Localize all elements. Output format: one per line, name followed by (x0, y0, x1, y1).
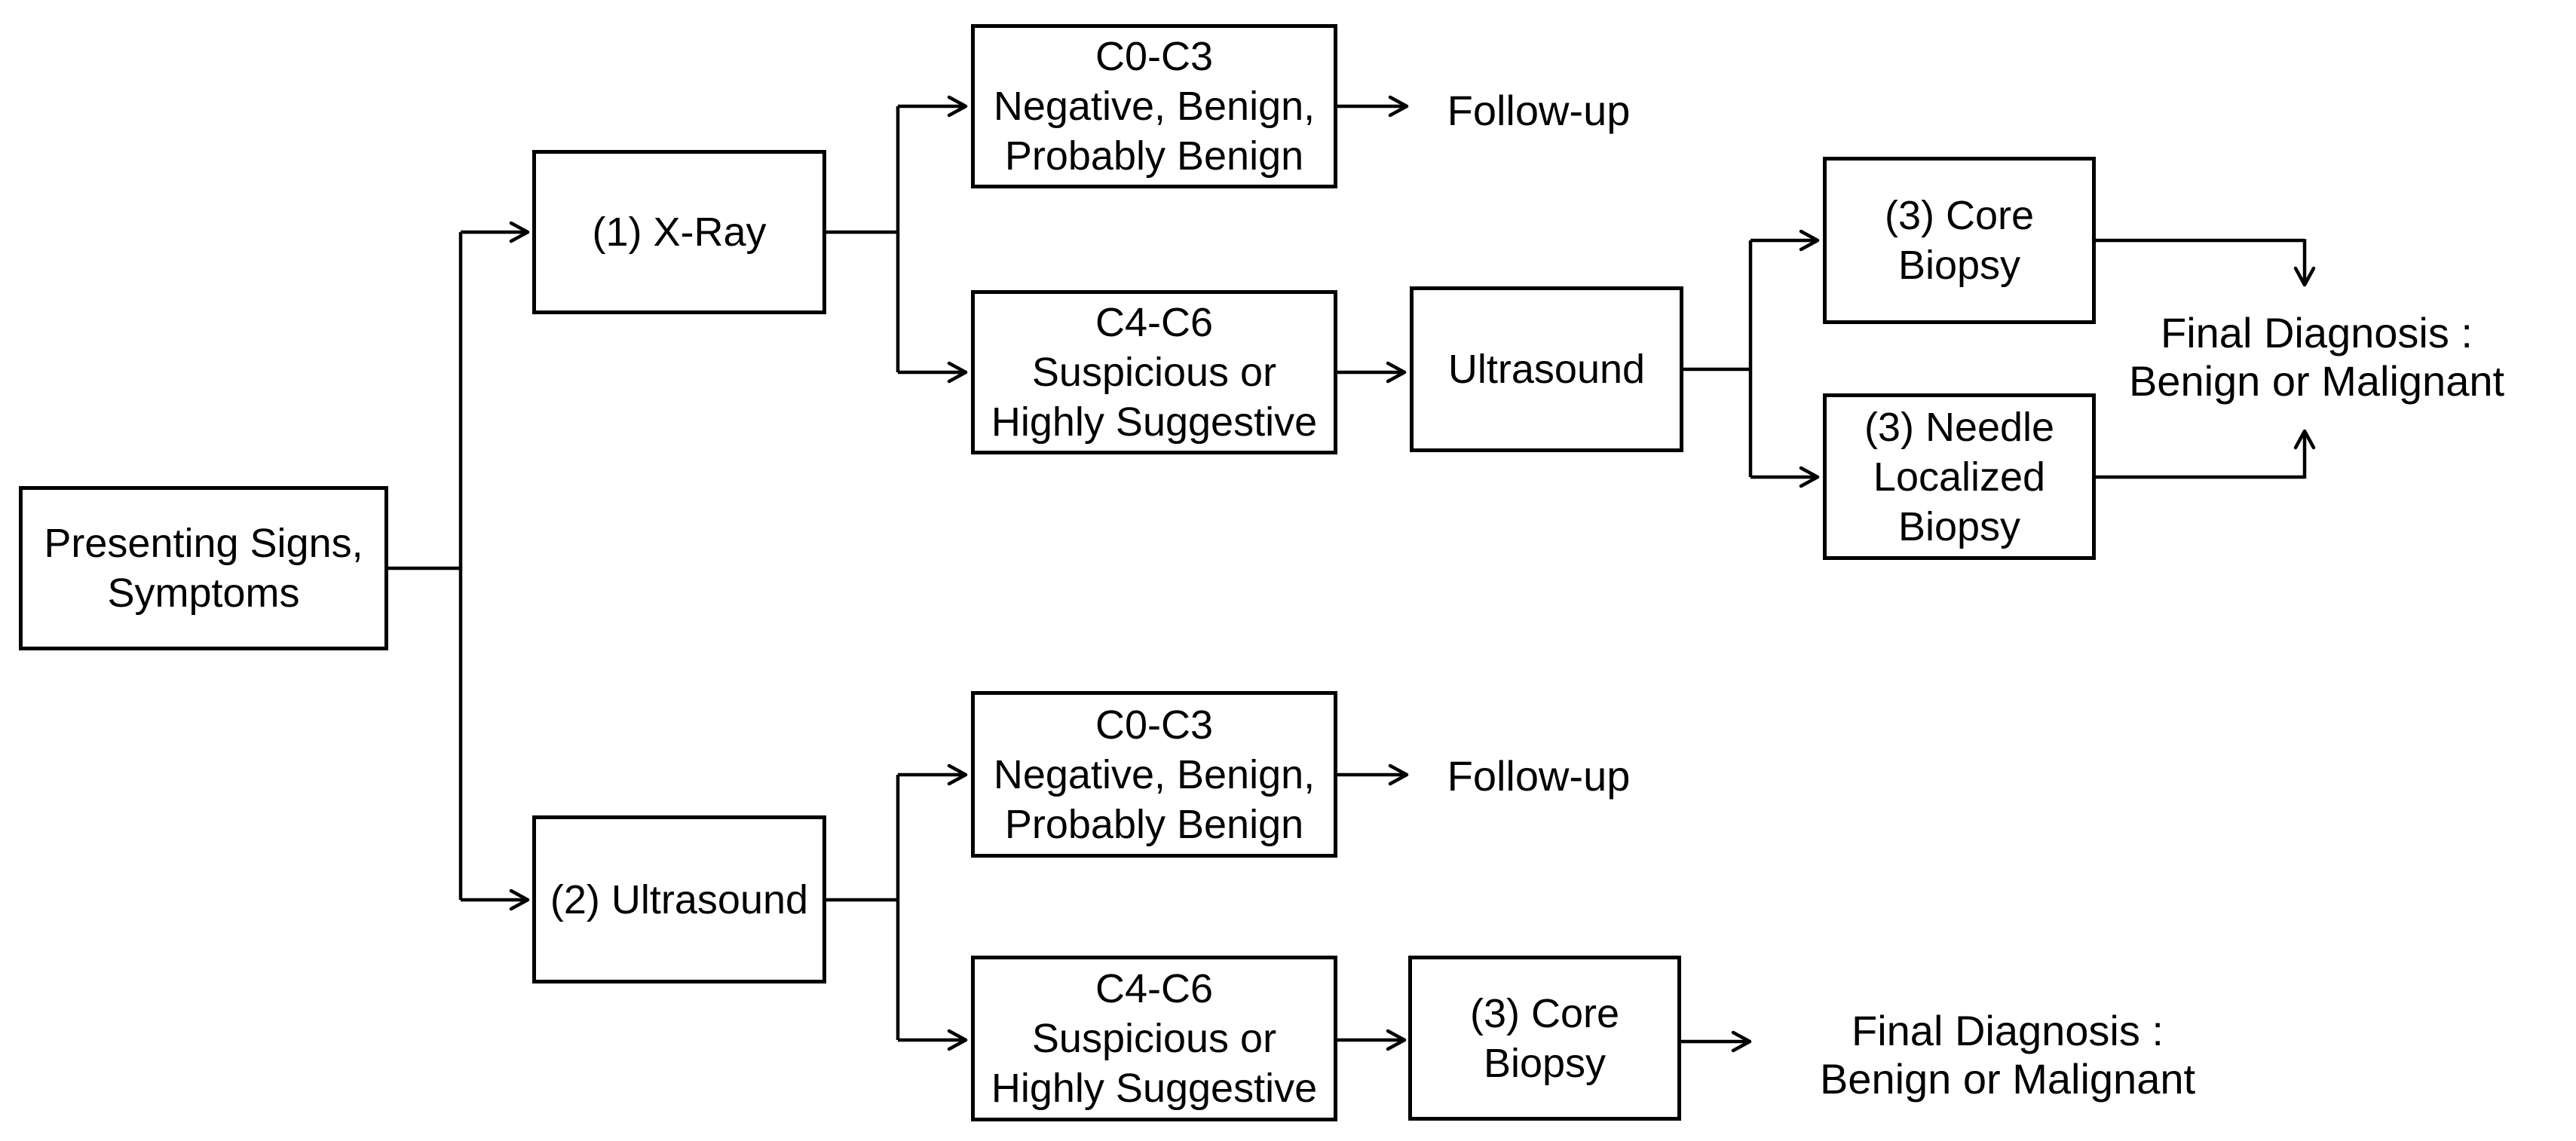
node-3-core-biopsy-top-label: (3) Core Biopsy (1884, 193, 2035, 288)
label-follow-up-top: Follow-up (1447, 87, 1631, 134)
node-ultrasound: Ultrasound (1410, 286, 1683, 452)
label-final-diagnosis-bottom: Final Diagnosis : Benign or Malignant (1819, 1007, 2196, 1103)
label-follow-up-bottom: Follow-up (1447, 752, 1631, 800)
node-c0c3-bottom: C0-C3 Negative, Benign, Probably Benign (971, 691, 1337, 858)
label-final-diagnosis-top: Final Diagnosis : Benign or Malignant (2128, 309, 2505, 405)
node-2-ultrasound-label: (2) Ultrasound (550, 876, 809, 922)
node-2-ultrasound: (2) Ultrasound (532, 815, 826, 983)
node-1-xray: (1) X-Ray (532, 150, 826, 314)
node-1-xray-label: (1) X-Ray (592, 210, 767, 255)
node-3-core-biopsy-top: (3) Core Biopsy (1823, 157, 2096, 324)
node-3-core-biopsy-bottom-label: (3) Core Biopsy (1469, 990, 1620, 1086)
node-presenting-signs-label: Presenting Signs, Symptoms (44, 521, 363, 616)
node-c4c6-top-label: C4-C6 Suspicious or Highly Suggestive (991, 300, 1318, 445)
node-presenting-signs: Presenting Signs, Symptoms (19, 486, 388, 650)
node-3-needle-localized-biopsy-label: (3) Needle Localized Biopsy (1864, 404, 2055, 549)
node-c4c6-bottom: C4-C6 Suspicious or Highly Suggestive (971, 956, 1337, 1121)
node-3-needle-localized-biopsy: (3) Needle Localized Biopsy (1823, 393, 2096, 560)
node-c0c3-bottom-label: C0-C3 Negative, Benign, Probably Benign (993, 702, 1316, 847)
node-c4c6-bottom-label: C4-C6 Suspicious or Highly Suggestive (991, 966, 1318, 1111)
node-c0c3-top: C0-C3 Negative, Benign, Probably Benign (971, 24, 1337, 188)
node-3-core-biopsy-bottom: (3) Core Biopsy (1408, 956, 1681, 1121)
node-c0c3-top-label: C0-C3 Negative, Benign, Probably Benign (993, 34, 1316, 179)
node-ultrasound-label: Ultrasound (1447, 347, 1646, 392)
node-c4c6-top: C4-C6 Suspicious or Highly Suggestive (971, 290, 1337, 454)
